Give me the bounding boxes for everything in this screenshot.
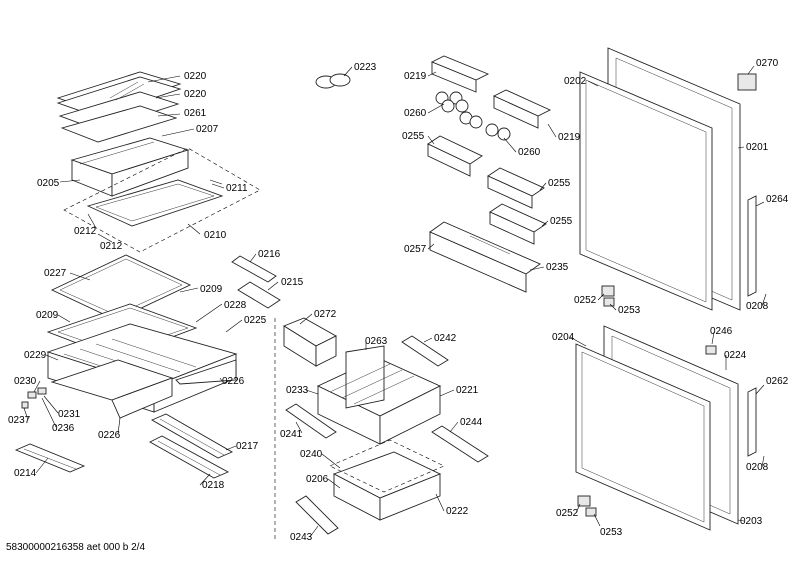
part-number-label: 0218 xyxy=(202,480,225,491)
part-number-label: 0246 xyxy=(710,326,733,337)
freezer-drawer-upper xyxy=(316,345,442,445)
part-number-label: 0201 xyxy=(746,142,769,153)
shelf-0227 xyxy=(50,254,192,326)
part-number-label: 0212 xyxy=(100,241,123,252)
part-number-label: 0208 xyxy=(746,301,769,312)
door-shelf-0255-a xyxy=(427,135,483,177)
part-number-label: 0221 xyxy=(456,385,479,396)
part-number-label: 0208 xyxy=(746,462,769,473)
part-labels: 0220 0220 0261 0207 0205 0211 0212 0212 … xyxy=(8,58,789,543)
part-number-label: 0235 xyxy=(546,262,569,273)
rail-0243 xyxy=(295,495,339,535)
part-number-label: 0209 xyxy=(200,284,223,295)
crisper-drawers xyxy=(46,323,238,419)
part-number-label: 0264 xyxy=(766,194,789,205)
part-number-label: 0252 xyxy=(556,508,579,519)
hinges xyxy=(577,73,757,517)
rail-0214 xyxy=(14,443,86,473)
part-number-label: 0219 xyxy=(558,132,581,143)
part-number-label: 0211 xyxy=(226,183,248,194)
door-shelf-0255-c xyxy=(489,203,547,245)
egg-trays xyxy=(315,73,511,141)
door-upper-0201 xyxy=(579,47,741,311)
rail-0244 xyxy=(431,425,489,463)
part-number-label: 0240 xyxy=(300,449,323,460)
assembly-outline-lower xyxy=(329,439,445,493)
assembly-outline-upper xyxy=(63,147,261,253)
part-number-label: 0224 xyxy=(724,350,747,361)
part-number-label: 0206 xyxy=(306,474,329,485)
part-number-label: 0270 xyxy=(756,58,779,69)
part-number-label: 0257 xyxy=(404,244,427,255)
part-number-label: 0272 xyxy=(314,309,337,320)
rail-0217 xyxy=(150,413,234,459)
part-number-label: 0220 xyxy=(184,89,207,100)
part-number-label: 0233 xyxy=(286,385,309,396)
part-number-label: 0226 xyxy=(222,376,245,387)
part-number-label: 0255 xyxy=(548,178,571,189)
part-number-label: 0203 xyxy=(740,516,763,527)
glass-shelf-stack xyxy=(56,71,182,143)
part-number-label: 0262 xyxy=(766,376,789,387)
ice-box-0272 xyxy=(283,317,337,367)
door-lower-0203 xyxy=(575,325,739,531)
door-shelf-0255-b xyxy=(487,167,545,209)
part-number-label: 0220 xyxy=(184,71,207,82)
part-number-label: 0229 xyxy=(24,350,47,361)
part-number-label: 0217 xyxy=(236,441,259,452)
part-number-label: 0263 xyxy=(365,336,388,347)
part-number-label: 0225 xyxy=(244,315,267,326)
part-number-label: 0223 xyxy=(354,62,377,73)
part-number-label: 0237 xyxy=(8,415,31,426)
part-number-label: 0252 xyxy=(574,295,597,306)
rail-0242 xyxy=(401,335,449,367)
part-number-label: 0215 xyxy=(281,277,304,288)
part-number-label: 0260 xyxy=(404,108,427,119)
freezer-drawer-lower xyxy=(332,451,442,521)
part-number-label: 0209 xyxy=(36,310,59,321)
part-number-label: 0210 xyxy=(204,230,227,241)
door-shelf-0219-upper xyxy=(430,55,490,93)
part-number-label: 0222 xyxy=(446,506,469,517)
part-number-label: 0241 xyxy=(280,429,303,440)
part-number-label: 0260 xyxy=(518,147,541,158)
part-number-label: 0226 xyxy=(98,430,121,441)
part-number-label: 0255 xyxy=(402,131,425,142)
document-footer-code: 58300000216358 aet 000 b 2/4 xyxy=(6,542,146,553)
part-number-label: 0216 xyxy=(258,249,281,260)
part-number-label: 0212 xyxy=(74,226,97,237)
part-number-label: 0255 xyxy=(550,216,573,227)
part-number-label: 0205 xyxy=(37,178,60,189)
part-number-label: 0253 xyxy=(618,305,641,316)
part-number-label: 0228 xyxy=(224,300,247,311)
small-clips xyxy=(21,387,47,409)
leader-lines xyxy=(23,65,767,538)
part-number-label: 0214 xyxy=(14,468,37,479)
rail-0216 xyxy=(231,255,277,283)
rail-0218 xyxy=(149,435,230,479)
part-number-label: 0231 xyxy=(58,409,81,420)
part-number-label: 0202 xyxy=(564,76,587,87)
door-shelf-0219-lower xyxy=(492,89,552,129)
handles xyxy=(747,195,757,457)
part-number-label: 0242 xyxy=(434,333,457,344)
part-number-label: 0243 xyxy=(290,532,313,543)
part-number-label: 0236 xyxy=(52,423,75,434)
rail-0215 xyxy=(237,281,281,309)
shelf-drawer-0205 xyxy=(70,137,190,197)
part-number-label: 0204 xyxy=(552,332,575,343)
part-number-label: 0207 xyxy=(196,124,219,135)
part-number-label: 0227 xyxy=(44,268,67,279)
part-number-label: 0253 xyxy=(600,527,623,538)
door-shelf-0257 xyxy=(429,221,541,293)
part-number-label: 0261 xyxy=(184,108,207,119)
rail-0241 xyxy=(285,403,337,439)
part-number-label: 0244 xyxy=(460,417,483,428)
part-number-label: 0219 xyxy=(404,71,427,82)
glass-frame-0210 xyxy=(86,179,224,227)
part-number-label: 0230 xyxy=(14,376,37,387)
